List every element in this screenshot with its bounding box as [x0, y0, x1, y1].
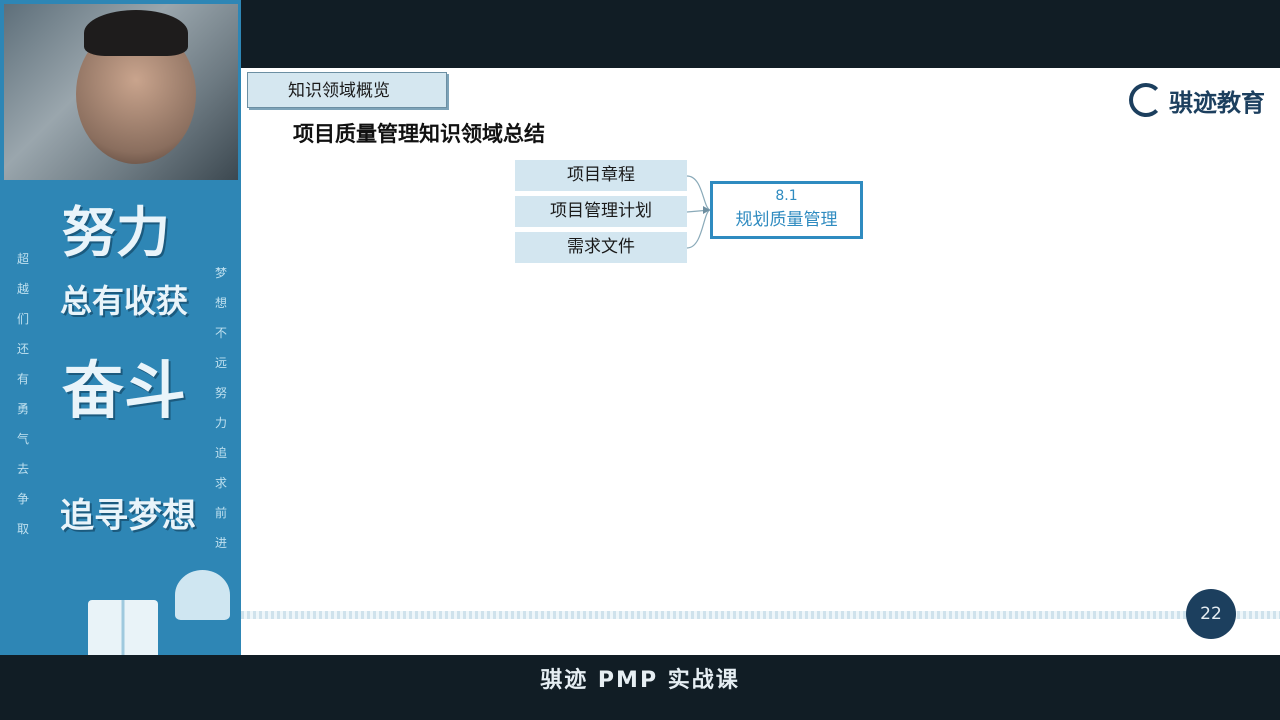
slogan-line2: 总有收获 — [60, 282, 189, 320]
process-name: 规划质量管理 — [735, 210, 838, 230]
brand-logo: 骐迹教育 — [1129, 80, 1265, 120]
slogan-line3: 奋斗 — [62, 354, 187, 427]
logo-mark-icon — [1129, 83, 1163, 117]
logo-text: 骐迹教育 — [1169, 88, 1265, 117]
slide-canvas: 知识领域概览 项目质量管理知识领域总结 骐迹教育 项目章程 项目管理计划 需求文… — [241, 68, 1280, 655]
input-connector-lines — [686, 175, 711, 249]
presenter-hair — [84, 10, 188, 56]
webcam-feed — [4, 4, 238, 180]
course-title: 骐迹 PMP 实战课 — [540, 668, 740, 693]
left-sidebar: 努力 总有收获 奋斗 追寻梦想 超越 们还 有勇 气去 争取 梦想 不远 努力 … — [0, 0, 241, 697]
input-project-charter: 项目章程 — [515, 160, 687, 191]
poster-right-column: 梦想 不远 努力 追求 前进 — [214, 266, 227, 550]
process-plan-quality-management: 8.1 规划质量管理 — [710, 181, 863, 239]
slogan-line1: 努力 — [62, 201, 170, 264]
footer-stripe — [241, 611, 1280, 619]
bottom-bar — [0, 655, 1280, 720]
input-requirements-documentation: 需求文件 — [515, 232, 687, 263]
input-project-management-plan: 项目管理计划 — [515, 196, 687, 227]
slide-title: 项目质量管理知识领域总结 — [293, 122, 545, 146]
desk-lamp-icon — [175, 570, 230, 620]
poster-left-column: 超越 们还 有勇 气去 争取 — [16, 252, 29, 536]
page-number: 22 — [1186, 589, 1236, 639]
slogan-line4: 追寻梦想 — [60, 496, 196, 536]
section-tab: 知识领域概览 — [247, 72, 447, 108]
process-number: 8.1 — [775, 188, 798, 204]
